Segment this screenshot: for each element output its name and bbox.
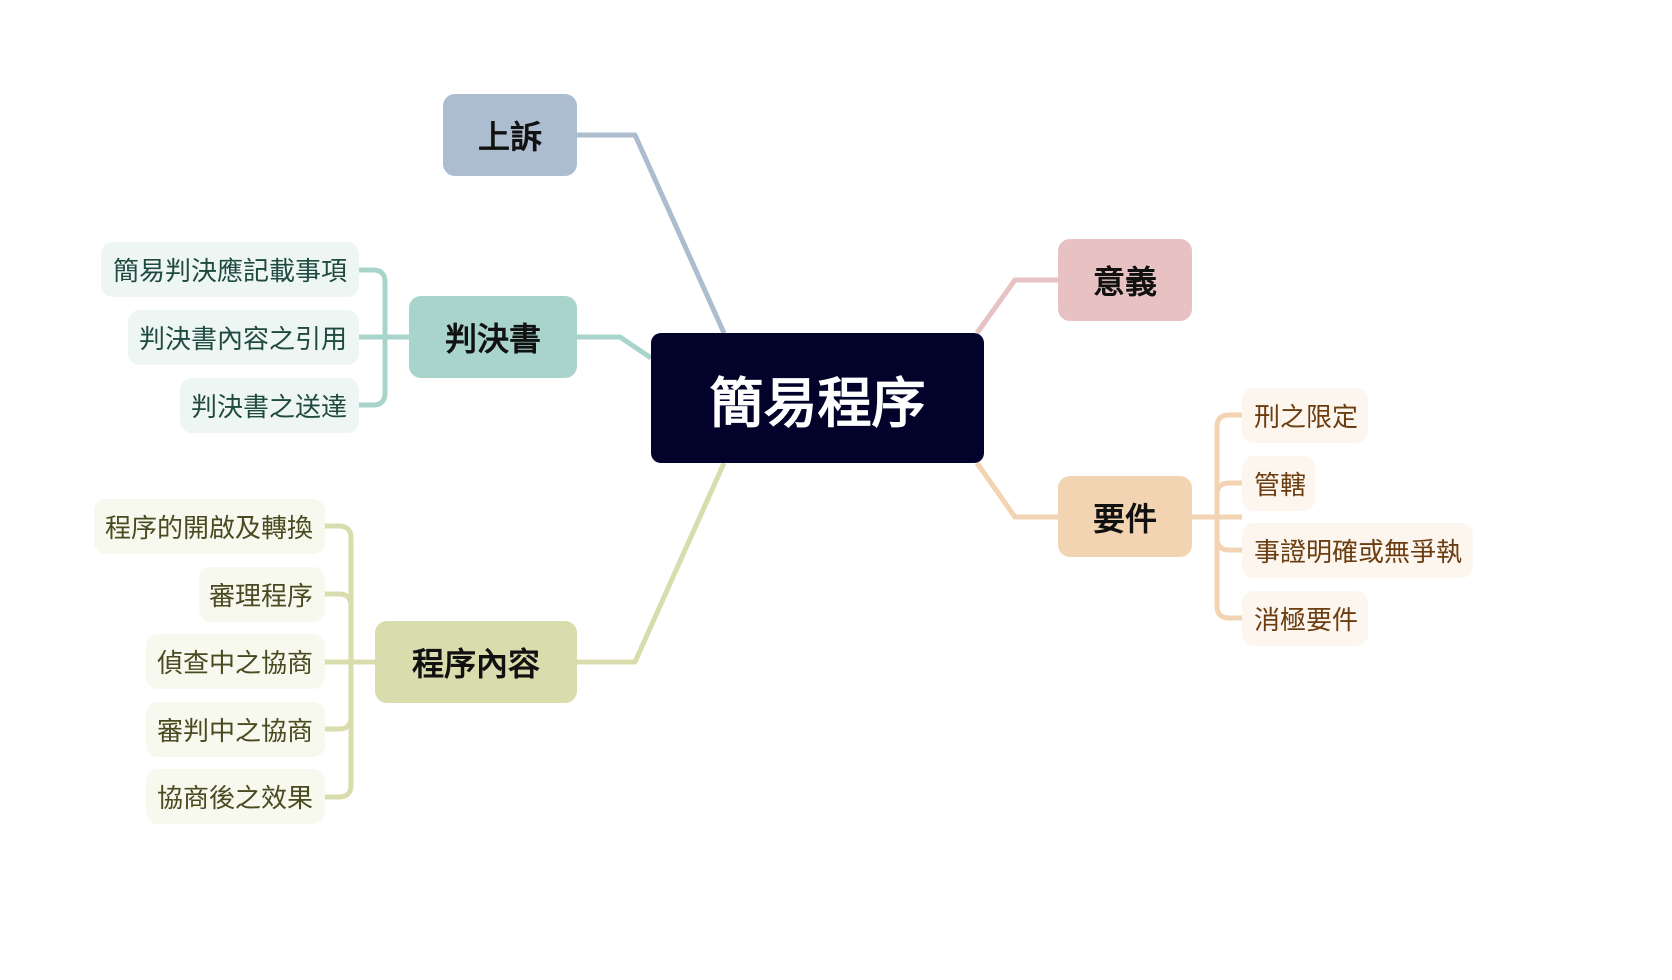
judgment-bracket xyxy=(359,267,409,408)
requirements-bracket xyxy=(1192,412,1242,621)
leaf-node[interactable]: 程序的開啟及轉換 xyxy=(94,499,325,554)
link-requirements xyxy=(974,461,1058,520)
link-procedure xyxy=(577,461,727,665)
leaf-node[interactable]: 刑之限定 xyxy=(1242,388,1368,443)
leaf-node[interactable]: 審理程序 xyxy=(199,567,325,622)
link-appeal xyxy=(577,132,727,335)
branch-procedure[interactable]: 程序內容 xyxy=(375,621,577,703)
leaf-node[interactable]: 判決書之送達 xyxy=(180,378,359,433)
leaf-node[interactable]: 消極要件 xyxy=(1242,591,1368,646)
leaf-node[interactable]: 協商後之效果 xyxy=(146,769,325,824)
procedure-bracket xyxy=(325,523,375,800)
leaf-node[interactable]: 簡易判決應記載事項 xyxy=(101,242,359,297)
link-meaning xyxy=(974,277,1058,335)
root-node[interactable]: 簡易程序 xyxy=(651,333,984,463)
link-judgment xyxy=(577,334,653,361)
leaf-node[interactable]: 事證明確或無爭執 xyxy=(1242,523,1473,578)
branch-meaning[interactable]: 意義 xyxy=(1058,239,1192,321)
branch-appeal[interactable]: 上訴 xyxy=(443,94,577,176)
branch-requirements[interactable]: 要件 xyxy=(1058,476,1192,557)
leaf-node[interactable]: 偵查中之協商 xyxy=(146,634,325,689)
branch-judgment[interactable]: 判決書 xyxy=(409,296,577,378)
leaf-node[interactable]: 判決書內容之引用 xyxy=(128,310,359,365)
leaf-node[interactable]: 管轄 xyxy=(1242,456,1315,511)
leaf-node[interactable]: 審判中之協商 xyxy=(146,702,325,757)
